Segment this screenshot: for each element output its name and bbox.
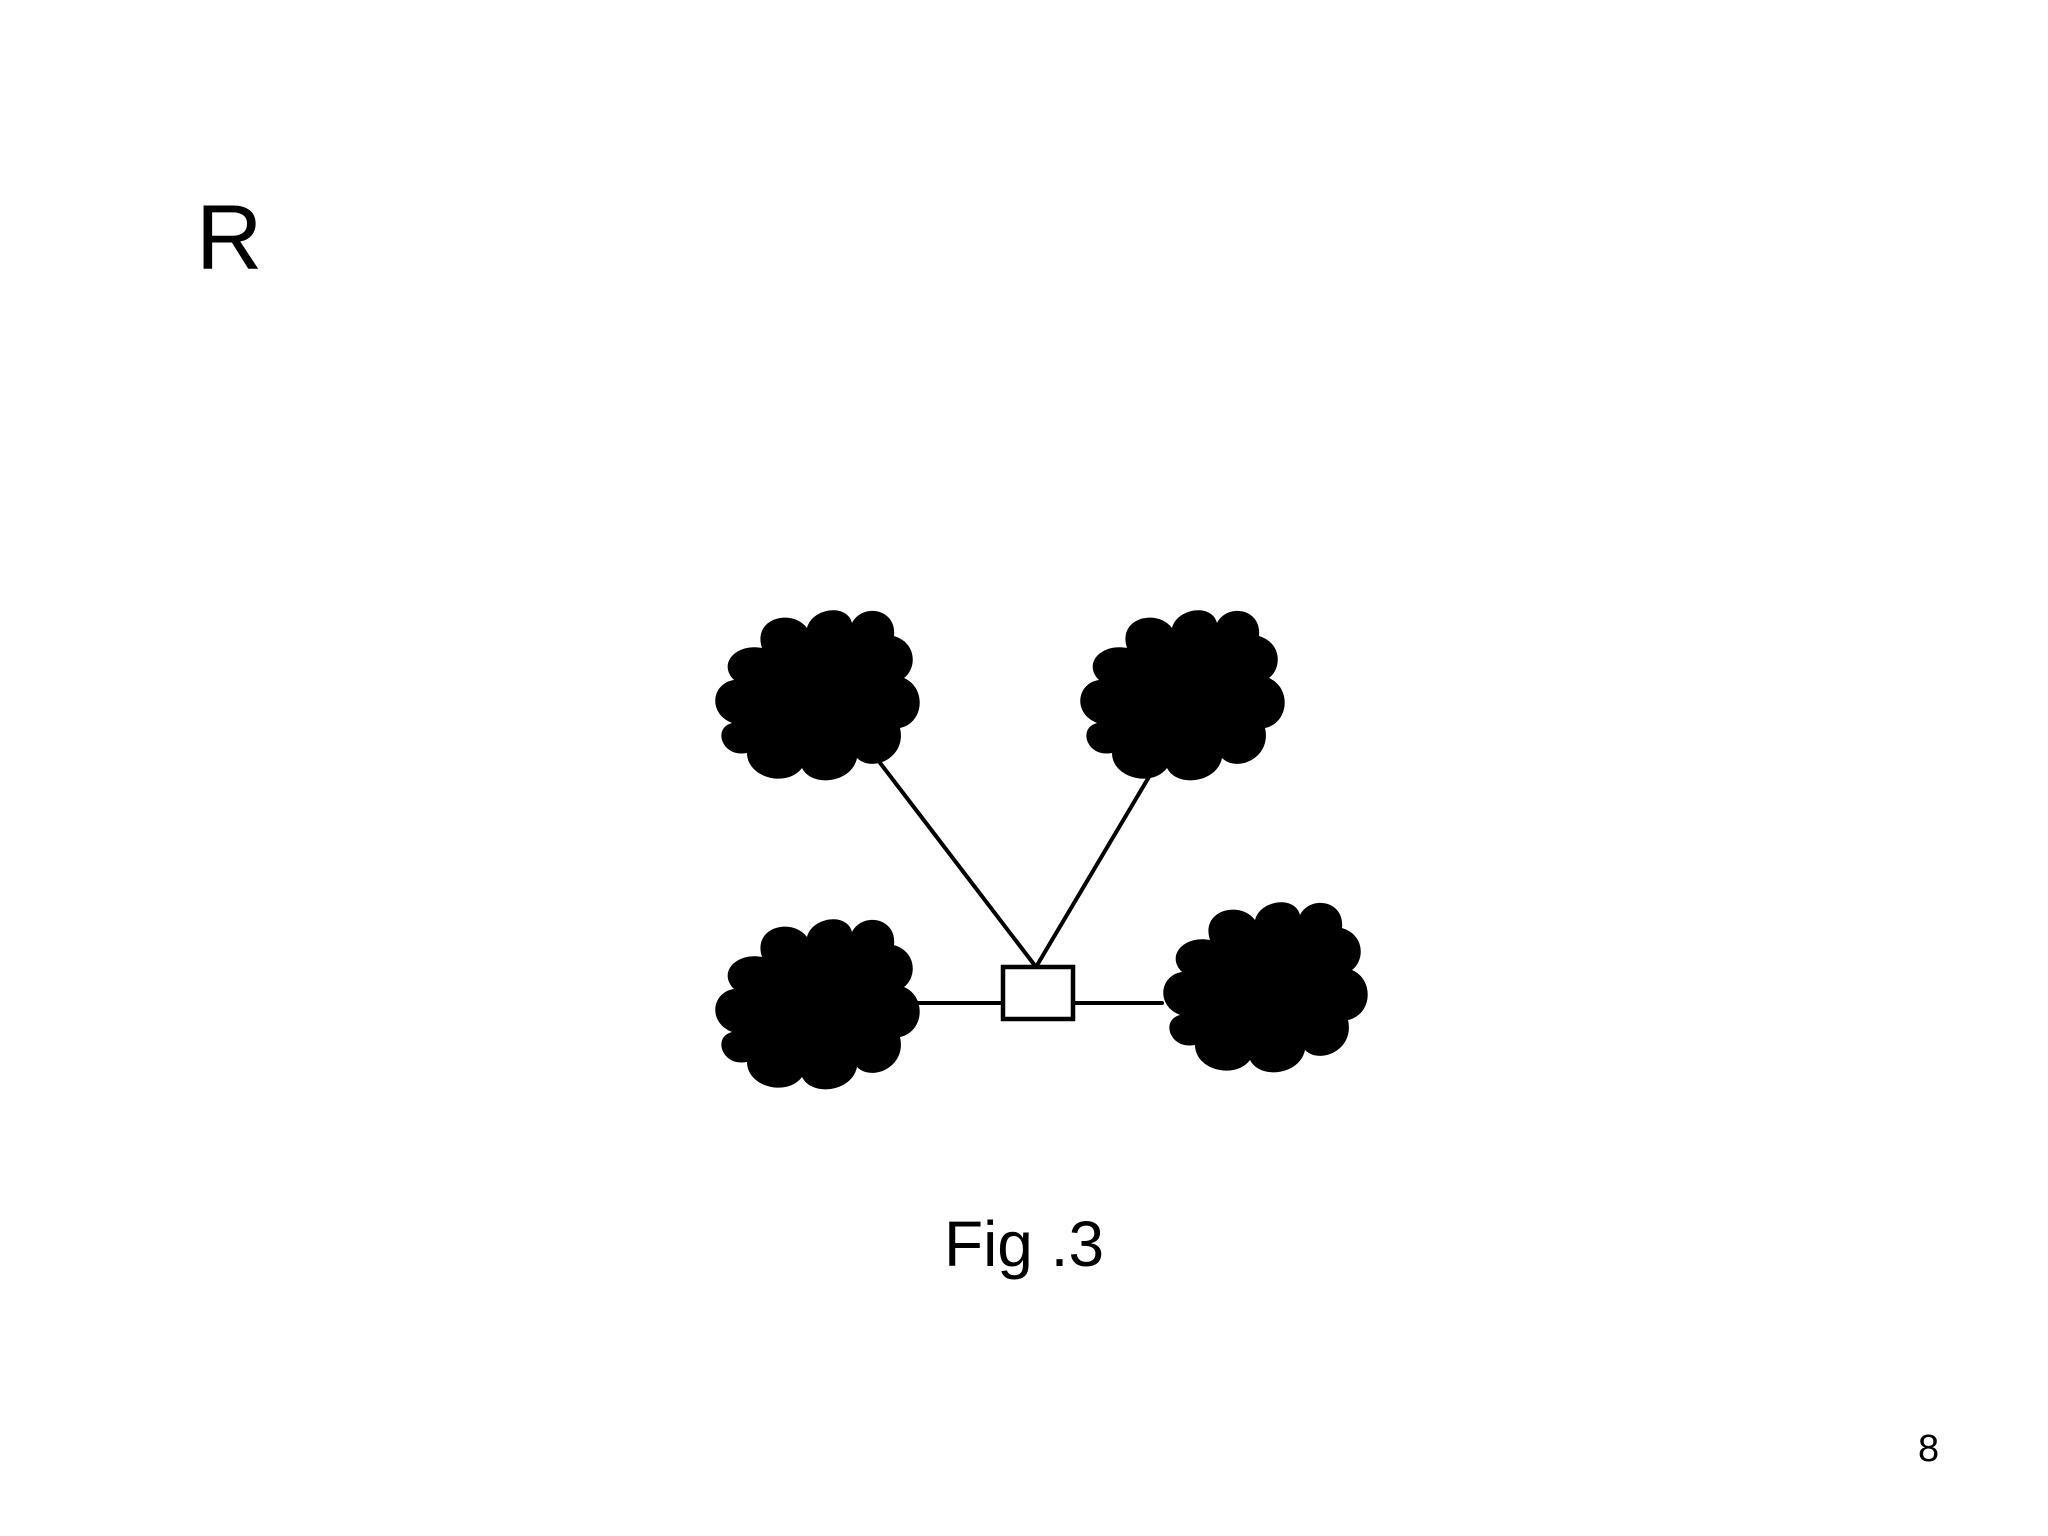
cloud-bottom-left-icon bbox=[715, 919, 920, 1090]
cloud-top-left-icon bbox=[715, 610, 920, 781]
cloud-bottom-right-icon bbox=[1163, 902, 1368, 1073]
figure-caption: Fig .3 bbox=[943, 1208, 1105, 1280]
hub-box-icon bbox=[1000, 964, 1076, 1022]
slide-letter: R bbox=[196, 187, 263, 289]
page-number: 8 bbox=[1918, 1428, 1940, 1470]
cloud-top-right-icon bbox=[1080, 610, 1285, 781]
link-hub-top-left bbox=[869, 749, 1038, 969]
link-hub-top-right bbox=[1034, 758, 1161, 969]
